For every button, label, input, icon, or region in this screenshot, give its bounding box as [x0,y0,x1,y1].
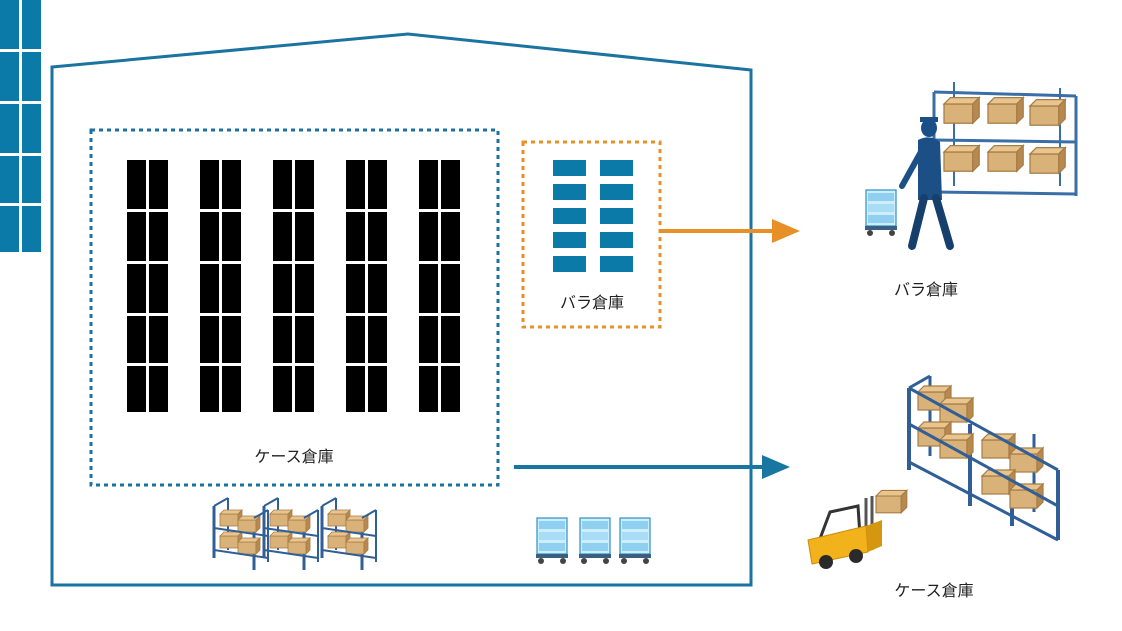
case-rack-3 [273,160,314,412]
case-zone-border [89,128,500,487]
worker-with-cart-icon [864,117,954,250]
case-flow-arrow [514,455,790,479]
case-rack-4 [346,160,387,412]
case-zone-racks [0,0,41,252]
loose-flow-arrow [661,219,800,243]
roll-cart-icon [535,517,652,565]
case-rack-2 [200,160,241,412]
loose-warehouse-shelf-icon [932,82,1078,196]
case-rack-5 [419,160,460,412]
loose-external-label: バラ倉庫 [894,280,958,299]
storage-shelf-icon [214,498,376,570]
forklift-icon [807,489,908,569]
case-rack-1 [127,160,168,412]
building-outline [50,32,753,587]
loose-zone-shelves [553,160,633,272]
case-external-label: ケース倉庫 [894,581,973,600]
loose-zone-label: バラ倉庫 [560,293,624,312]
case-zone-label: ケース倉庫 [254,447,333,466]
case-warehouse-rack-icon [907,374,1060,542]
